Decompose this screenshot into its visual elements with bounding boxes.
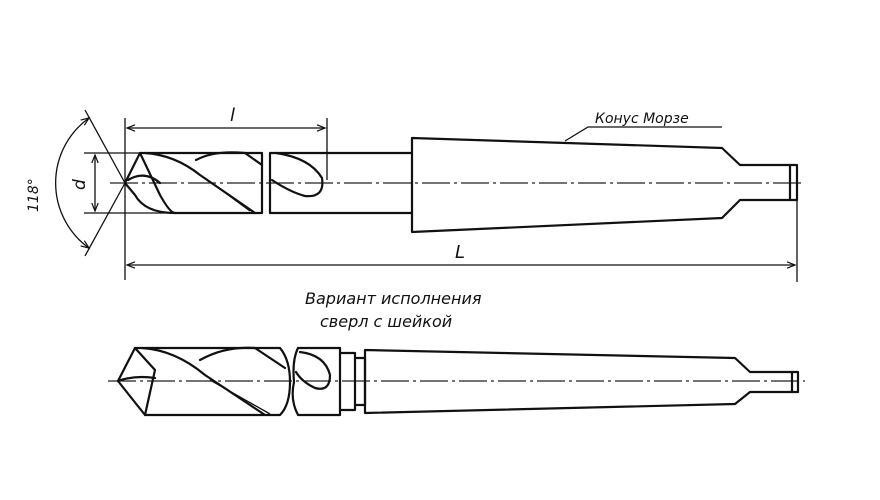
dimension-L-label: L <box>455 242 465 263</box>
morse-taper-callout: Конус Морзе <box>595 111 689 127</box>
point-angle-arc <box>55 117 91 249</box>
point-angle-label: 118° <box>26 178 42 212</box>
variant-caption-line1: Вариант исполнения <box>305 289 482 308</box>
necked-drill-view <box>108 346 805 417</box>
drill-body-tip <box>116 346 292 417</box>
dimension-d-label: d <box>70 179 90 190</box>
morse-taper <box>410 136 792 234</box>
dimension-l-label: l <box>230 105 235 126</box>
variant-caption-line2: сверл с шейкой <box>320 312 452 331</box>
drill-shank <box>268 151 414 215</box>
main-drill-view: l L d 118° Конус Морзе <box>26 105 805 282</box>
callout-leader <box>564 126 722 142</box>
drill-body-tip <box>123 151 264 215</box>
